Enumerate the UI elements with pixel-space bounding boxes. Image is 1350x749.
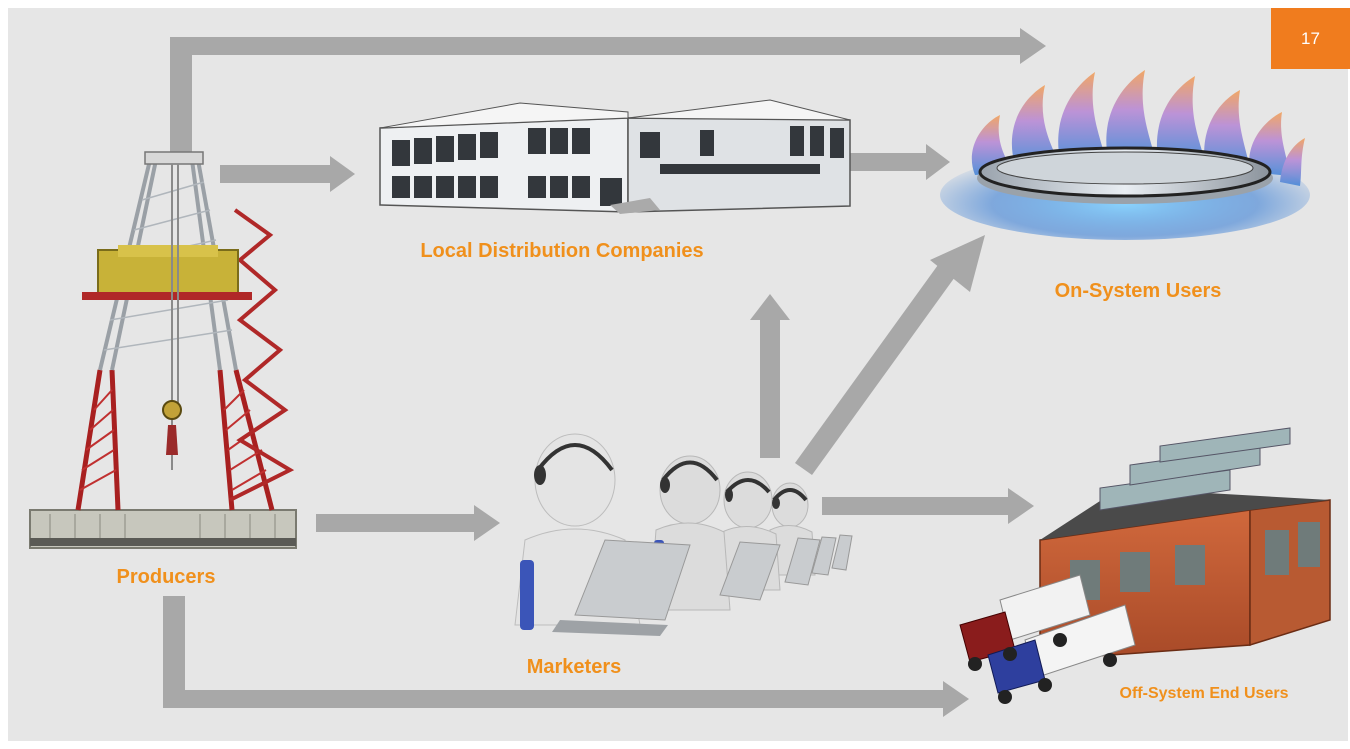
arrow-producers-to-marketers bbox=[316, 505, 500, 541]
label-producers: Producers bbox=[116, 566, 216, 588]
label-marketers: Marketers bbox=[526, 656, 622, 678]
page-number-badge: 17 bbox=[1271, 8, 1350, 69]
arrows bbox=[163, 28, 1046, 717]
arrow-producers-to-ldc bbox=[220, 156, 355, 192]
drilling-rig-icon bbox=[29, 151, 297, 549]
arrow-marketers-to-ldc bbox=[750, 294, 790, 458]
ldc-building-icon bbox=[379, 99, 851, 214]
label-off-system-end-users: Off-System End Users bbox=[1119, 685, 1289, 702]
arrow-producers-to-off-system bbox=[163, 596, 969, 717]
label-on-system-users: On-System Users bbox=[1054, 280, 1222, 302]
label-ldc: Local Distribution Companies bbox=[420, 240, 704, 262]
arrow-marketers-to-on-system bbox=[795, 235, 985, 475]
arrow-marketers-to-off-system bbox=[822, 488, 1034, 524]
gas-burner-icon bbox=[940, 70, 1310, 240]
factory-trucks-icon bbox=[959, 427, 1331, 704]
marketers-figures-icon bbox=[514, 433, 853, 636]
arrow-ldc-to-on-system bbox=[850, 144, 950, 180]
arrow-producers-to-on-system bbox=[170, 28, 1046, 152]
